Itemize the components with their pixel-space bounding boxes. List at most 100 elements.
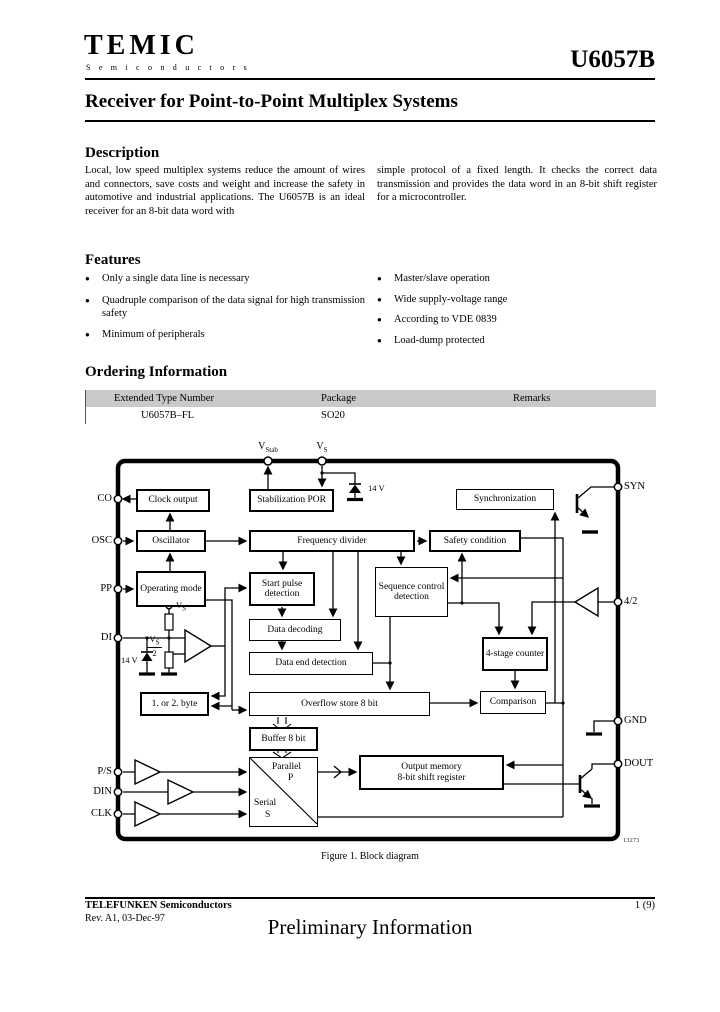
bullet-icon: ● [85,330,90,339]
box-operating-mode: Operating mode [136,571,206,607]
ordering-table-header: Extended Type Number Package Remarks [86,390,656,407]
box-clock-output: Clock output [136,489,210,512]
box-1-or-2-byte: 1. or 2. byte [140,692,209,716]
cell-package: SO20 [321,410,345,421]
feature-text: Load-dump protected [394,334,485,346]
title-rule [85,120,655,122]
buffer-ps [134,758,162,786]
pin-label-clk: CLK [91,808,112,819]
bullet-icon: ● [377,294,382,304]
box-oscillator: Oscillator [136,530,206,552]
feature-text: Minimum of peripherals [102,329,205,340]
chip-outline [115,458,621,842]
box-synchronization: Synchronization [456,489,554,510]
cell-type-number: U6057B–FL [141,410,195,421]
pin-label-4-2: 4/2 [624,596,638,607]
ps-diagonal [250,758,317,824]
vs-sub: S [182,604,187,613]
feature-text: Quadruple comparison of the data signal … [102,294,365,319]
zener-voltage-label: 14 V [368,483,385,493]
description-heading: Description [85,145,160,161]
vs-pullup-label: VS [176,601,186,614]
vs-main: V [176,600,183,610]
col-header-extended-type: Extended Type Number [114,393,214,404]
table-row: U6057B–FL SO20 [86,407,656,424]
buffer-din [167,778,195,806]
features-heading: Features [85,252,141,268]
pin-label-co: CO [97,493,112,504]
resistor-divider [164,613,174,669]
drawing-number: 13273 [623,837,640,844]
box-comparison: Comparison [480,691,546,714]
preliminary-information: Preliminary Information [267,915,473,939]
parallel-label: Parallel [272,762,302,772]
description-col2: simple protocol of a fixed length. It ch… [377,165,657,204]
junction-dots [145,471,565,705]
vs-half-label: VS 2 [147,634,162,658]
output-memory-line2: 8-bit shift register [397,772,466,783]
feature-text: Wide supply-voltage range [394,293,508,305]
col-header-package: Package [321,393,356,404]
footer-page-number: 1 (9) [634,900,655,911]
box-4-stage-counter: 4-stage counter [482,637,548,671]
bullet-icon: ● [377,274,382,283]
pin-label-dout: DOUT [624,758,654,769]
features-list-right: ●Master/slave operation ● Wide supply-vol… [377,272,657,354]
pin-label-vs: VS [299,441,345,456]
serial-letter: S [265,810,271,820]
pin-label-ps: P/S [97,766,112,777]
ordering-heading: Ordering Information [85,364,228,380]
box-data-decoding: Data decoding [249,619,341,641]
box-data-end-detection: Data end detection [249,652,373,675]
bullet-icon: ● [377,315,382,324]
vs-half-numerator: VS [147,634,162,648]
part-number: U6057B [570,46,655,73]
zener-diode-vs [347,483,363,502]
box-start-pulse-detection: Start pulse detection [249,572,315,606]
syn-transistor [575,494,598,534]
feature-item: ● According to VDE 0839 [377,313,657,326]
zener-voltage-label-di: 14 V [121,655,138,665]
dout-transistor [578,768,600,808]
vs-sub: S [323,446,328,454]
footer-rule [85,897,655,899]
feature-item: ● Minimum of peripherals [85,328,365,341]
feature-item: ● Wide supply-voltage range [377,293,657,306]
block-diagram: Clock output Stabilization POR Synchroni… [85,440,670,860]
page-title: Receiver for Point-to-Point Multiplex Sy… [85,91,458,112]
brand-logo-subtitle: S e m i c o n d u c t o r s [86,63,250,72]
box-sequence-control-detection: Sequence control detection [375,567,448,617]
box-output-memory: Output memory 8-bit shift register [359,755,504,790]
box-overflow-store: Overflow store 8 bit [249,692,430,716]
footer-company: TELEFUNKEN Semiconductors [85,900,232,911]
feature-item: ● Only a single data line is necessary [85,272,365,285]
diagram-wires [121,465,618,817]
footer-revision: Rev. A1, 03-Dec-97 [85,913,165,924]
feature-item: ● Load-dump protected [377,334,657,347]
box-stabilization-por: Stabilization POR [249,489,334,512]
serial-label: Serial [254,798,277,808]
parallel-letter: P [288,773,294,783]
pin-label-di: DI [100,632,112,643]
feature-text: According to VDE 0839 [394,314,497,325]
pin-label-syn: SYN [624,481,646,492]
feature-item: ● Quadruple comparison of the data signal… [85,294,365,320]
bus-arrows [272,717,292,759]
ordering-table: Extended Type Number Package Remarks U60… [85,390,656,424]
vs-main: V [316,441,324,452]
bullet-icon: ● [85,295,90,305]
figure-caption: Figure 1. Block diagram [321,851,419,862]
bullet-icon: ● [85,274,90,283]
feature-item: ●Master/slave operation [377,272,657,285]
pin-label-osc: OSC [91,535,112,546]
brand-logo: TEMIC [84,30,199,61]
col-header-remarks: Remarks [513,393,551,404]
header-rule [85,78,655,80]
description-col1: Local, low speed multiplex systems reduc… [85,165,365,217]
pin-label-vstab: VStab [245,441,291,456]
box-buffer-8-bit: Buffer 8 bit [249,727,318,751]
bullet-icon: ● [377,335,382,345]
output-memory-line1: Output memory [401,762,462,773]
feature-text: Only a single data line is necessary [102,273,250,284]
